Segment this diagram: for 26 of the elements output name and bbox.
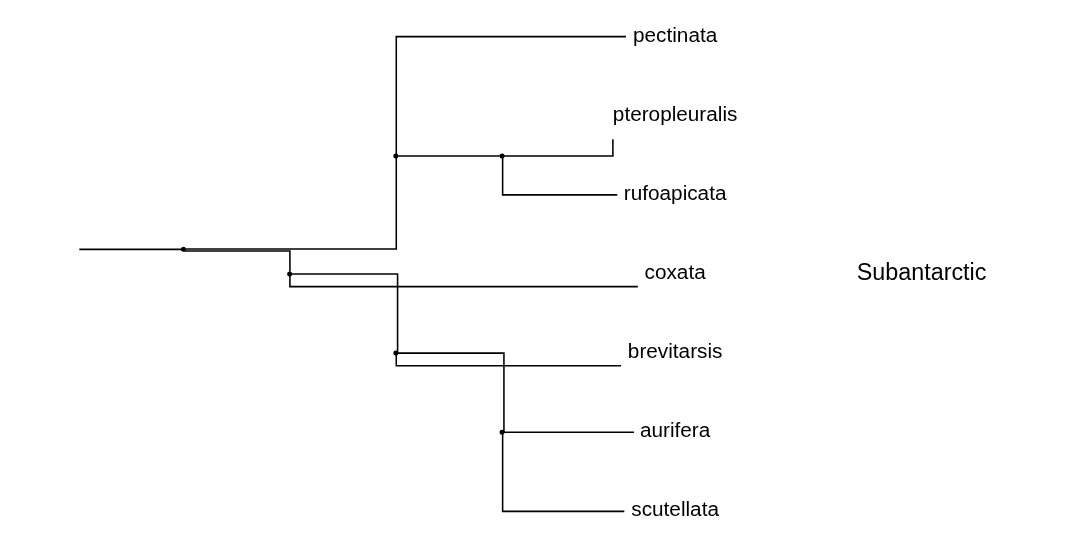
connector <box>395 354 622 367</box>
node-text: coxata <box>644 259 706 283</box>
node-text: rufoapicata <box>623 180 727 204</box>
node-point <box>287 271 293 277</box>
node-text: pectinata <box>633 22 718 46</box>
node-text: aurifera <box>639 418 711 442</box>
node-point <box>180 246 186 252</box>
connector <box>289 275 639 288</box>
node-text: brevitarsis <box>627 339 723 363</box>
node-point <box>393 350 399 356</box>
connector <box>503 138 614 157</box>
label: Subantarctic <box>856 258 987 285</box>
node-point <box>499 429 505 435</box>
node-text: scutellata <box>631 497 719 521</box>
connector <box>290 273 399 353</box>
node-point <box>393 153 399 159</box>
node-point <box>499 153 505 159</box>
connector <box>397 155 501 157</box>
node-text: pteropleuralis <box>612 101 738 125</box>
connector <box>501 433 626 513</box>
connector <box>503 431 635 433</box>
connector <box>183 250 291 273</box>
connector <box>185 157 398 250</box>
connector <box>501 157 618 196</box>
connector <box>78 248 183 251</box>
connector <box>395 35 627 155</box>
